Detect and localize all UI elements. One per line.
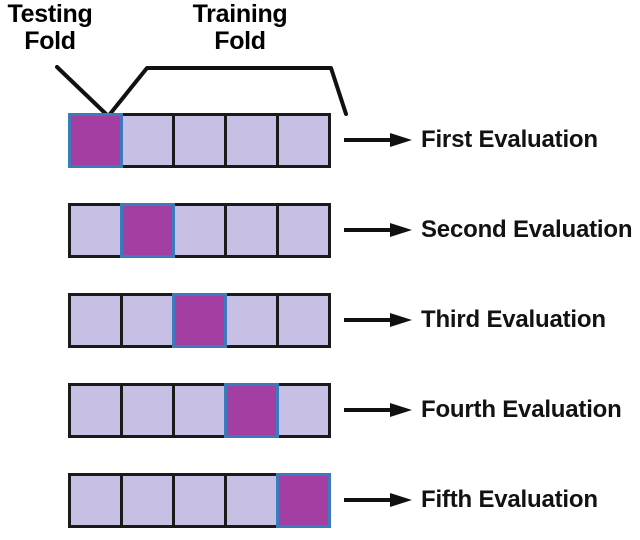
- training-fold-cell[interactable]: [276, 113, 331, 168]
- evaluation-label: First Evaluation: [421, 126, 598, 153]
- evaluation-label: Fourth Evaluation: [421, 396, 622, 423]
- training-fold-cell[interactable]: [68, 473, 123, 528]
- training-fold-cell[interactable]: [120, 293, 175, 348]
- fold-row: [68, 113, 343, 168]
- fold-row: [68, 293, 343, 348]
- evaluation-label: Second Evaluation: [421, 216, 633, 243]
- right-arrow-icon: [344, 402, 412, 418]
- evaluation-label: Third Evaluation: [421, 306, 606, 333]
- testing-fold-cell[interactable]: [120, 203, 175, 258]
- training-fold-cell[interactable]: [172, 113, 227, 168]
- training-fold-cell[interactable]: [224, 113, 279, 168]
- fold-row: [68, 203, 343, 258]
- training-fold-bracket-icon: [108, 66, 348, 116]
- training-fold-cell[interactable]: [276, 293, 331, 348]
- training-fold-cell[interactable]: [224, 473, 279, 528]
- testing-fold-pointer-icon: [55, 65, 108, 116]
- training-fold-cell[interactable]: [172, 383, 227, 438]
- training-fold-cell[interactable]: [276, 203, 331, 258]
- training-fold-caption: Training Fold: [192, 0, 288, 55]
- testing-fold-cell[interactable]: [172, 293, 227, 348]
- fold-row: [68, 383, 343, 438]
- fold-row: [68, 473, 343, 528]
- testing-fold-cell[interactable]: [68, 113, 123, 168]
- training-fold-cell[interactable]: [224, 203, 279, 258]
- training-fold-cell[interactable]: [68, 203, 123, 258]
- training-fold-cell[interactable]: [120, 473, 175, 528]
- testing-fold-cell[interactable]: [224, 383, 279, 438]
- training-fold-cell[interactable]: [68, 383, 123, 438]
- training-fold-cell[interactable]: [120, 113, 175, 168]
- training-fold-cell[interactable]: [276, 383, 331, 438]
- testing-fold-cell[interactable]: [276, 473, 331, 528]
- evaluation-label: Fifth Evaluation: [421, 486, 598, 513]
- training-fold-cell[interactable]: [120, 383, 175, 438]
- training-fold-cell[interactable]: [68, 293, 123, 348]
- training-fold-cell[interactable]: [172, 203, 227, 258]
- testing-fold-caption: Testing Fold: [7, 0, 93, 55]
- right-arrow-icon: [344, 222, 412, 238]
- right-arrow-icon: [344, 312, 412, 328]
- right-arrow-icon: [344, 132, 412, 148]
- right-arrow-icon: [344, 492, 412, 508]
- training-fold-cell[interactable]: [224, 293, 279, 348]
- training-fold-cell[interactable]: [172, 473, 227, 528]
